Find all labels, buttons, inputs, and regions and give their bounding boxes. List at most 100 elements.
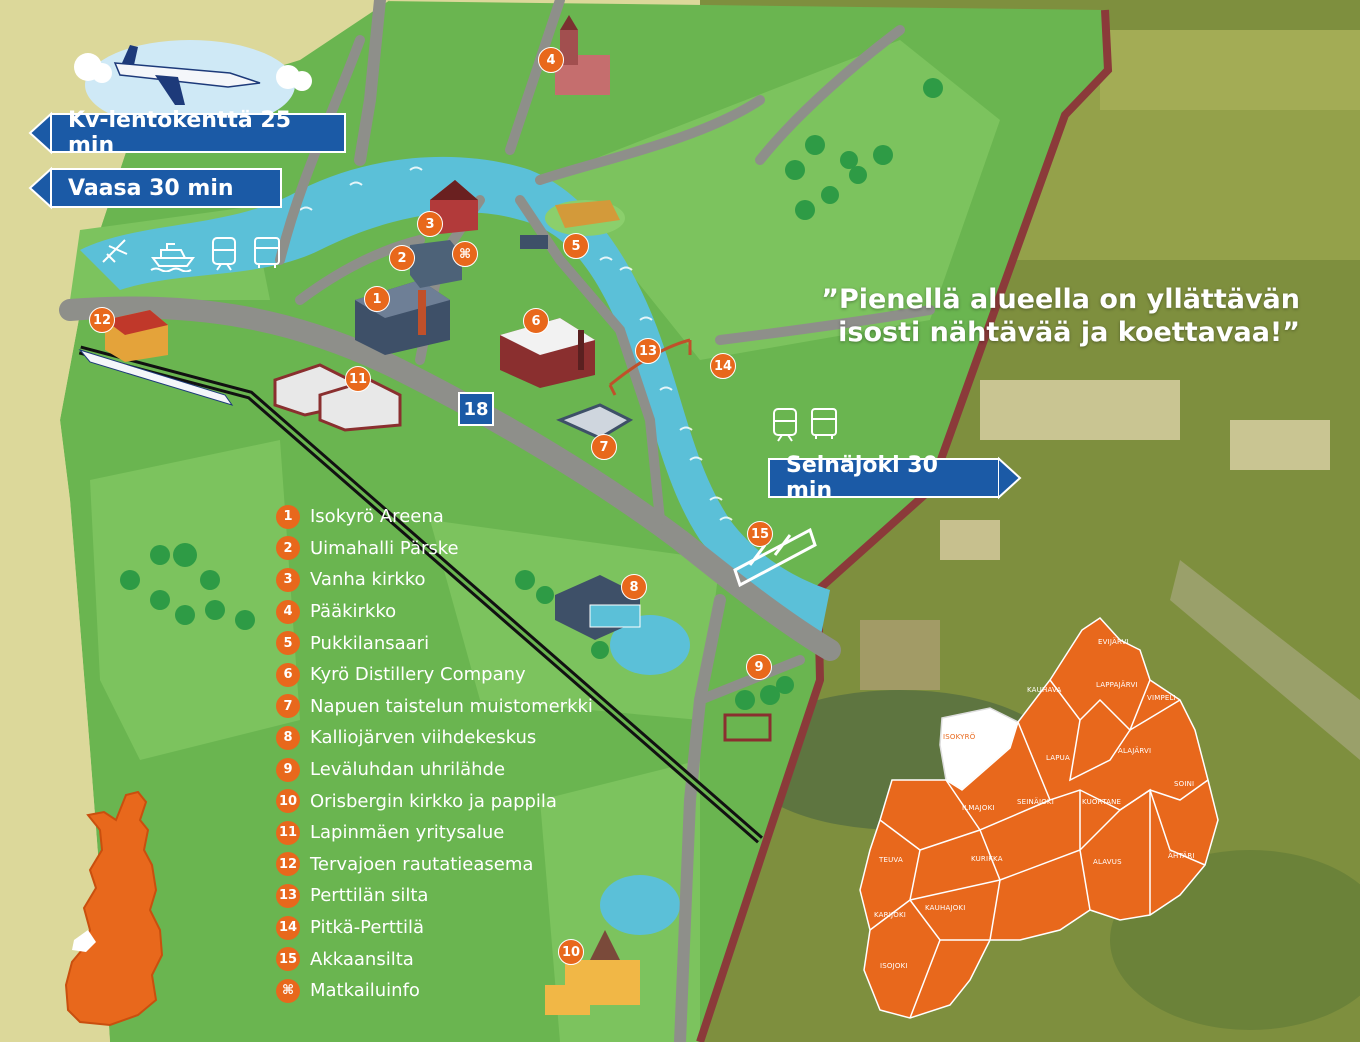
legend-number: ⌘ bbox=[276, 978, 300, 1003]
legend-label: Pitkä-Perttilä bbox=[310, 917, 424, 939]
building-orisberg bbox=[545, 930, 640, 1015]
legend-number: 2 bbox=[276, 536, 300, 561]
marker-7[interactable]: 7 bbox=[591, 434, 617, 460]
marker-10[interactable]: 10 bbox=[558, 939, 584, 965]
lake-orisberg bbox=[600, 875, 680, 935]
legend-item[interactable]: 5 Pukkilansaari bbox=[276, 627, 593, 659]
legend-number: 12 bbox=[276, 852, 300, 877]
label-evijarvi: EVIJÄRVI bbox=[1098, 638, 1129, 646]
label-teuva: TEUVA bbox=[879, 856, 903, 864]
seinajoki-transport-icons bbox=[773, 408, 837, 442]
ferry-icon bbox=[150, 243, 195, 272]
marker-2[interactable]: 2 bbox=[389, 245, 415, 271]
legend-number: 5 bbox=[276, 631, 300, 656]
marker-13[interactable]: 13 bbox=[635, 338, 661, 364]
finland-map-icon bbox=[64, 790, 164, 1027]
legend-number: 9 bbox=[276, 757, 300, 782]
marker-4[interactable]: 4 bbox=[538, 47, 564, 73]
building-napue-memorial bbox=[556, 403, 634, 440]
municipal-border bbox=[696, 9, 1113, 1042]
legend-number: 10 bbox=[276, 789, 300, 814]
label-isojoki: ISOJOKI bbox=[880, 962, 908, 970]
marker-1[interactable]: 1 bbox=[364, 286, 390, 312]
slogan-quote: ”Pienellä alueella on yllättävän isosti … bbox=[800, 283, 1300, 349]
label-kauhajoki: KAUHAJOKI bbox=[925, 904, 966, 912]
marker-12[interactable]: 12 bbox=[89, 307, 115, 333]
building-distillery bbox=[500, 318, 595, 388]
airplane-icon bbox=[102, 239, 128, 263]
legend-label: Kalliojärven viihdekeskus bbox=[310, 727, 537, 749]
marker-6[interactable]: 6 bbox=[523, 308, 549, 334]
legend-number: 1 bbox=[276, 504, 300, 529]
legend-item[interactable]: 8 Kalliojärven viihdekeskus bbox=[276, 722, 593, 754]
marker-14[interactable]: 14 bbox=[710, 353, 736, 379]
region-main bbox=[859, 617, 1219, 1019]
label-kuortane: KUORTANE bbox=[1082, 798, 1122, 806]
airport-direction-sign: Kv-lentokenttä 25 min bbox=[28, 108, 346, 158]
quote-line-2: isosti nähtävää ja koettavaa!” bbox=[838, 317, 1300, 348]
label-kurikka: KURIKKA bbox=[971, 855, 1003, 863]
label-karijoki: KARIJOKI bbox=[874, 911, 907, 919]
marker-11[interactable]: 11 bbox=[345, 366, 371, 392]
building-main-church bbox=[555, 15, 610, 95]
legend-item[interactable]: 9 Leväluhdan uhrilähde bbox=[276, 754, 593, 786]
bus-icon bbox=[811, 408, 837, 439]
legend-number: 3 bbox=[276, 567, 300, 592]
legend-number: 14 bbox=[276, 915, 300, 940]
region-map bbox=[859, 617, 1219, 1019]
quote-line-1: ”Pienellä alueella on yllättävän bbox=[821, 284, 1300, 315]
legend-item[interactable]: ⌘Matkailuinfo bbox=[276, 975, 593, 1007]
vaasa-direction-sign: Vaasa 30 min bbox=[28, 166, 282, 210]
legend-label: Pukkilansaari bbox=[310, 632, 430, 654]
building-levaluhta bbox=[723, 713, 772, 742]
marker-8[interactable]: 8 bbox=[621, 574, 647, 600]
label-kauhava: KAUHAVA bbox=[1027, 686, 1062, 694]
legend-label: Akkaansilta bbox=[310, 948, 414, 970]
legend-number: 8 bbox=[276, 725, 300, 750]
legend-label: Napuen taistelun muistomerkki bbox=[310, 695, 593, 717]
building-kalliojarvi bbox=[555, 575, 641, 640]
marker-9[interactable]: 9 bbox=[746, 654, 772, 680]
legend-item[interactable]: 12 Tervajoen rautatieasema bbox=[276, 849, 593, 881]
marker-tourist-info[interactable]: ⌘ bbox=[452, 241, 478, 267]
highway-18-sign: 18 bbox=[458, 392, 494, 426]
legend-item[interactable]: 4 Pääkirkko bbox=[276, 596, 593, 628]
legend-label: Leväluhdan uhrilähde bbox=[310, 759, 506, 781]
label-ilmajoki: ILMAJOKI bbox=[962, 804, 995, 812]
building-parske bbox=[410, 240, 462, 288]
legend-item[interactable]: 10 Orisbergin kirkko ja pappila bbox=[276, 785, 593, 817]
legend-label: Orisbergin kirkko ja pappila bbox=[310, 790, 557, 812]
legend-item[interactable]: 7 Napuen taistelun muistomerkki bbox=[276, 691, 593, 723]
tram-icon bbox=[773, 408, 797, 442]
legend-label: Pääkirkko bbox=[310, 601, 397, 623]
marker-3[interactable]: 3 bbox=[417, 211, 443, 237]
label-lapua: LAPUA bbox=[1046, 754, 1070, 762]
label-alajarvi: ALAJÄRVI bbox=[1118, 747, 1152, 755]
legend-label: Perttilän silta bbox=[310, 885, 429, 907]
legend-label: Tervajoen rautatieasema bbox=[310, 853, 534, 875]
marker-5[interactable]: 5 bbox=[563, 233, 589, 259]
bridge-akkaansilta bbox=[733, 527, 817, 588]
legend-label: Vanha kirkko bbox=[310, 569, 426, 591]
marker-15[interactable]: 15 bbox=[747, 521, 773, 547]
bus-icon bbox=[254, 237, 280, 268]
transport-icons bbox=[102, 237, 280, 272]
legend-label: Kyrö Distillery Company bbox=[310, 664, 526, 686]
legend-number: 7 bbox=[276, 694, 300, 719]
legend-item[interactable]: 3 Vanha kirkko bbox=[276, 564, 593, 596]
building-lapinmaki bbox=[273, 363, 402, 432]
label-isokyro: ISOKYRÖ bbox=[943, 733, 976, 741]
train-icon bbox=[78, 349, 234, 406]
legend-item[interactable]: 14 Pitkä-Perttilä bbox=[276, 912, 593, 944]
label-soini: SOINI bbox=[1174, 780, 1195, 788]
legend-number: 4 bbox=[276, 599, 300, 624]
